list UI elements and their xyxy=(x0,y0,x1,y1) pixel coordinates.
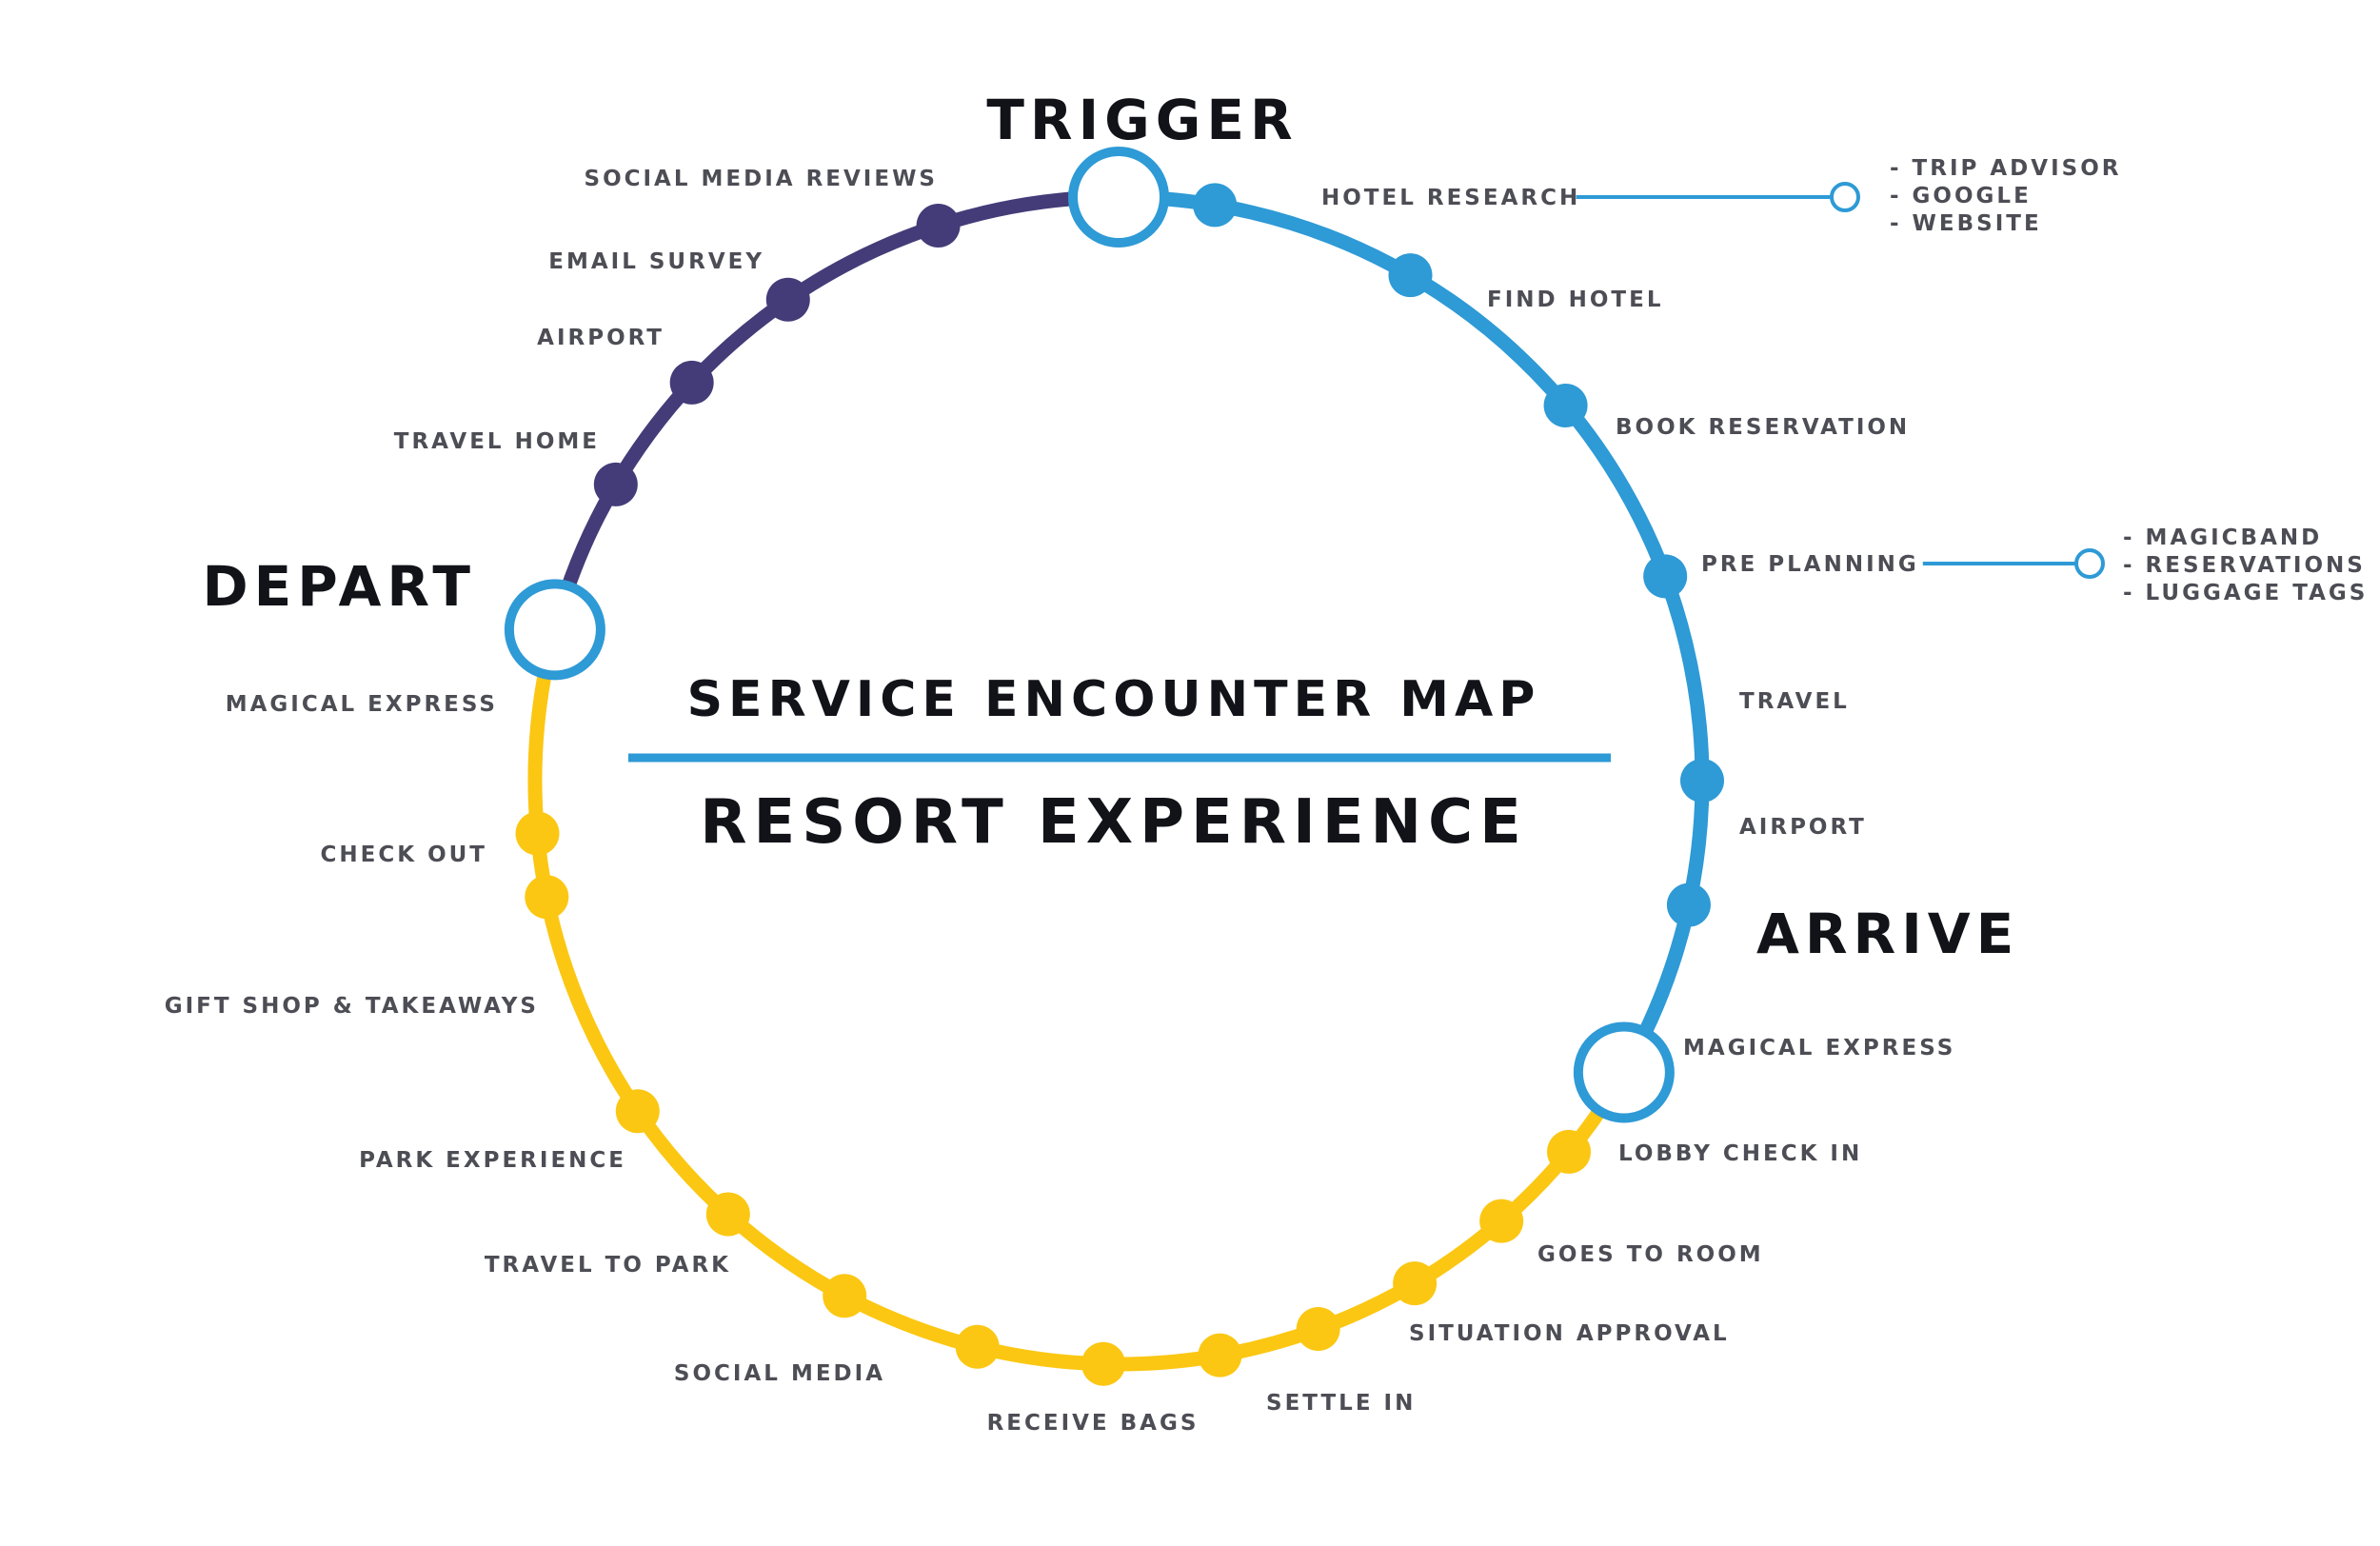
touchpoint-dot-stay-travel-to-park xyxy=(823,1274,867,1318)
touchpoint-label-pre-travel: TRAVEL xyxy=(1739,689,1850,714)
touchpoint-label-pre-book-reservation: BOOK RESERVATION xyxy=(1616,415,1910,440)
stage-ring-trigger xyxy=(1068,147,1169,248)
touchpoint-label-post-social-media-reviews: SOCIAL MEDIA REVIEWS xyxy=(585,167,939,191)
detail-item-pre-planning-1: - RESERVATIONS xyxy=(2123,553,2366,578)
center-title-block: SERVICE ENCOUNTER MAP RESORT EXPERIENCE xyxy=(628,671,1611,858)
touchpoint-label-stay-settle-in: SETTLE IN xyxy=(1266,1391,1416,1416)
touchpoint-dot-stay-park-experience xyxy=(705,1192,750,1237)
touchpoint-label-stay-social-media: SOCIAL MEDIA xyxy=(674,1361,885,1386)
touchpoint-dot-stay-gift-shop-and-takeaways xyxy=(615,1089,660,1134)
touchpoint-dot-pre-find-hotel xyxy=(1388,253,1433,298)
detail-lists: - TRIP ADVISOR - GOOGLE - WEBSITE - MAGICBA… xyxy=(1890,156,2368,605)
detail-connector-end-hotel-research xyxy=(1830,182,1860,212)
touchpoint-dot-stay-settle-in xyxy=(1198,1333,1242,1378)
touchpoint-label-post-airport: AIRPORT xyxy=(537,326,664,350)
touchpoint-label-pre-find-hotel: FIND HOTEL xyxy=(1487,287,1663,312)
detail-item-hotel-research-2: - WEBSITE xyxy=(1890,211,2042,236)
touchpoint-label-stay-park-experience: PARK EXPERIENCE xyxy=(359,1148,626,1173)
touchpoint-label-stay-lobby-check-in: LOBBY CHECK IN xyxy=(1618,1141,1862,1166)
detail-connector-end-pre-planning xyxy=(2074,548,2105,579)
touchpoint-dot-stay-social-media xyxy=(955,1324,1000,1369)
touchpoint-label-stay-situation-approval: SITUATION APPROVAL xyxy=(1409,1321,1730,1346)
touchpoint-dot-post-email-survey xyxy=(765,277,810,322)
touchpoint-labels: HOTEL RESEARCH FIND HOTEL BOOK RESERVATION… xyxy=(165,167,1955,1436)
touchpoint-dot-stay-situation-approval xyxy=(1296,1307,1340,1352)
map-subtitle: RESORT EXPERIENCE xyxy=(700,787,1528,858)
touchpoint-label-stay-check-out: CHECK OUT xyxy=(321,842,487,867)
touchpoint-dot-stay-goes-to-room xyxy=(1393,1261,1438,1306)
stage-markers xyxy=(504,147,1675,1123)
touchpoint-dot-stay-lobby-check-in xyxy=(1479,1199,1524,1243)
touchpoint-dot-pre-hotel-research xyxy=(1193,183,1238,228)
touchpoint-dot-stay-magical-express xyxy=(1547,1129,1592,1174)
map-title: SERVICE ENCOUNTER MAP xyxy=(687,671,1541,728)
journey-arc-post xyxy=(547,189,1126,637)
detail-item-pre-planning-0: - MAGICBAND xyxy=(2123,525,2322,550)
touchpoint-label-pre-airport: AIRPORT xyxy=(1739,815,1867,840)
touchpoint-dot-stay-receive-bags xyxy=(1081,1341,1125,1386)
touchpoint-label-pre-pre-planning: PRE PLANNING xyxy=(1701,552,1919,577)
touchpoint-dots xyxy=(515,183,1724,1386)
touchpoint-label-stay-travel-to-park: TRAVEL TO PARK xyxy=(485,1253,731,1278)
touchpoint-dot-post-social-media-reviews xyxy=(916,204,961,248)
touchpoint-label-stay-goes-to-room: GOES TO ROOM xyxy=(1537,1242,1764,1267)
stage-ring-depart xyxy=(504,579,605,681)
touchpoint-dot-stay-check-out xyxy=(515,811,560,856)
detail-item-hotel-research-0: - TRIP ADVISOR xyxy=(1890,156,2121,181)
touchpoint-label-stay-gift-shop-and-takeaways: GIFT SHOP & TAKEAWAYS xyxy=(165,994,539,1019)
touchpoint-dot-stay-magical-express xyxy=(525,875,569,920)
touchpoint-label-stay-magical-express: MAGICAL EXPRESS xyxy=(226,692,498,717)
stage-ring-arrive xyxy=(1573,1021,1675,1123)
touchpoint-dot-pre-airport xyxy=(1666,882,1711,927)
touchpoint-label-stay-magical-express: MAGICAL EXPRESS xyxy=(1683,1036,1955,1060)
touchpoint-dot-pre-travel xyxy=(1680,759,1724,803)
detail-item-hotel-research-1: - GOOGLE xyxy=(1890,184,2032,208)
touchpoint-dot-post-travel-home xyxy=(593,462,638,506)
journey-arc-pre xyxy=(1111,189,1710,1080)
touchpoint-label-pre-hotel-research: HOTEL RESEARCH xyxy=(1321,186,1580,210)
detail-item-pre-planning-2: - LUGGAGE TAGS xyxy=(2123,581,2368,605)
touchpoint-dot-pre-book-reservation xyxy=(1543,383,1588,427)
touchpoint-dot-pre-pre-planning xyxy=(1643,554,1688,599)
touchpoint-label-stay-receive-bags: RECEIVE BAGS xyxy=(987,1411,1200,1436)
stage-label-trigger: TRIGGER xyxy=(986,88,1298,152)
stage-label-arrive: ARRIVE xyxy=(1756,902,2019,966)
detail-connectors xyxy=(1576,182,2105,579)
touchpoint-label-post-email-survey: EMAIL SURVEY xyxy=(548,249,764,274)
stage-label-depart: DEPART xyxy=(203,554,476,619)
touchpoint-dot-post-airport xyxy=(669,360,714,405)
touchpoint-label-post-travel-home: TRAVEL HOME xyxy=(394,429,600,454)
